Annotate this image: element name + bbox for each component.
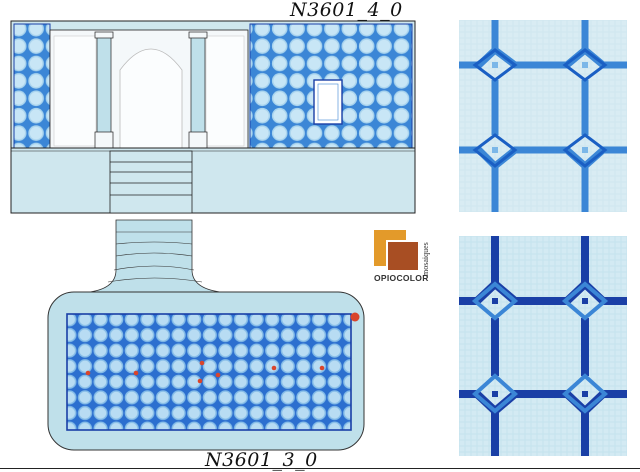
- top-code-label: N3601_4_0: [290, 0, 403, 21]
- mosaic-swatch-bottom: [459, 236, 627, 456]
- bottom-rule: [0, 468, 640, 469]
- logo-brand: OPIOCOLOR: [374, 273, 429, 283]
- mosaic-swatch-top: [459, 20, 627, 212]
- pool-plan-drawing: [47, 219, 365, 451]
- opiocolor-logo-icon: [372, 228, 434, 286]
- drain-dot-icon: [350, 312, 360, 322]
- wall-elevation-drawing: [10, 20, 416, 214]
- logo-sub: mosaiques: [421, 242, 430, 276]
- bottom-code-label: N3601_3_0: [205, 449, 318, 471]
